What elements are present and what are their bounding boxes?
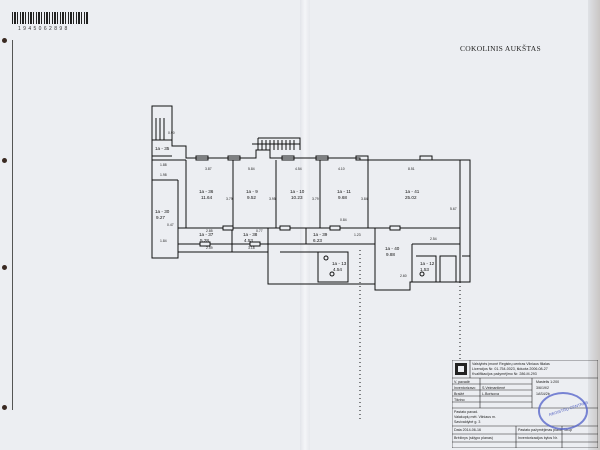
binding-hole: [2, 405, 7, 410]
room-area: 9.52: [247, 195, 256, 200]
plan-label: Pastato pažymėjimas plane: [518, 428, 562, 432]
room-label: 1a - 37: [199, 232, 214, 237]
room-area: 10.23: [291, 195, 303, 200]
name-value: L.Borisova: [482, 391, 499, 396]
room-label: 1a - 40: [385, 246, 400, 251]
dimension-label: 5.84: [248, 167, 255, 171]
dimension-label: 4.10: [338, 167, 345, 171]
binding-hole: [2, 38, 7, 43]
role-label: Tikrino: [454, 397, 465, 402]
paper-edge-shadow: [588, 0, 600, 450]
dimension-label: 8.51: [408, 167, 415, 171]
dimension-label: 3.84: [361, 197, 368, 201]
date-line: Data 2014-06-16: [454, 428, 481, 432]
dimension-label: 3.79: [226, 197, 233, 201]
dimension-label: 2.59: [206, 246, 213, 250]
dimension-label: 2.60: [400, 274, 407, 278]
room-label: 1a - 13: [332, 261, 347, 266]
room-area: 11.64: [201, 195, 213, 200]
room-area: 5.28: [200, 238, 209, 243]
paper-fold: [300, 0, 310, 450]
room-area: 9.27: [156, 215, 165, 220]
room-area: 4.53: [244, 238, 253, 243]
dimension-label: 2.85: [206, 229, 213, 233]
role-label: V. pavadė: [454, 379, 470, 384]
binding-hole: [2, 265, 7, 270]
dimension-label: 4.54: [295, 167, 302, 171]
room-label: 1a - 12: [420, 261, 435, 266]
room-label: 1a - 39: [313, 232, 328, 237]
room-label: 1a - 36: [199, 189, 214, 194]
org-line: Licencijos Nr. 01-754-0023, išduota 2006…: [472, 367, 548, 371]
dimension-label: 0.47: [167, 223, 174, 227]
room-label: 1a - 41: [405, 189, 420, 194]
binding-hole: [2, 158, 7, 163]
dimension-label: 2.54: [430, 237, 437, 241]
dimension-label: 1.23: [354, 233, 361, 237]
room-label: 1a - 9: [246, 189, 258, 194]
address-line: Valakupių mėt. Vilniaus m.: [454, 415, 497, 419]
dimension-label: 1.84: [160, 239, 167, 243]
org-line: Valstybės įmonė Registrų centras Vilniau…: [472, 362, 550, 366]
room-area: 6.23: [313, 238, 322, 243]
room-label: 1a - 30: [155, 209, 170, 214]
barcode-number: 1 9 4 5 0 6 2 8 9 8: [18, 26, 68, 32]
room-area: 4.54: [333, 267, 342, 272]
name-value: S.Veimantienė: [482, 385, 506, 390]
official-stamp: [538, 392, 588, 430]
barcode: [12, 12, 88, 24]
left-frame-line: [12, 40, 13, 410]
dimension-label: 3.79: [312, 197, 319, 201]
room-area: 1.53: [420, 267, 429, 272]
code-value: 3/6/19/2: [536, 386, 549, 390]
sheet-line: Brėžinys (sklypo planas): [454, 436, 493, 440]
object-label: Pastato pavad.: [454, 410, 478, 414]
room-label: 1a - 10: [290, 189, 305, 194]
room-area: 9.88: [386, 252, 395, 257]
dimension-label: 0.84: [340, 218, 347, 222]
role-label: Inventorizavo: [454, 385, 476, 390]
inv-label: Inventorizacijos bylos Nr.: [518, 436, 558, 440]
room-label: 1a - 11: [337, 189, 351, 194]
dimension-label: 5.67: [450, 207, 457, 211]
address-line: Savivaldybė g. 3: [454, 420, 481, 424]
room-label: 1a - 35: [155, 146, 170, 151]
room-label: 1a - 38: [243, 232, 258, 237]
role-label: Braižė: [454, 391, 465, 396]
dimension-label: 1.98: [160, 173, 167, 177]
org-line: Kvalifikacijos pažymėjimo Nr. 286-M-293: [472, 372, 537, 376]
dimension-label: 1.88: [160, 163, 167, 167]
room-area: 9.68: [338, 195, 347, 200]
dimension-label: 0.90: [168, 131, 175, 135]
scale-label: Mastelis 1:200: [536, 380, 560, 384]
dimension-label: 3.18: [248, 246, 255, 250]
floor-title: COKOLINIS AUKŠTAS: [460, 44, 541, 53]
dimension-label: 3.95: [269, 197, 276, 201]
plan-value: 1b1p: [564, 428, 572, 432]
code-value: 1AS4/2b: [536, 392, 550, 396]
room-area: 25.02: [405, 195, 417, 200]
dimension-label: 0.77: [256, 229, 263, 233]
dimension-label: 3.87: [205, 167, 212, 171]
